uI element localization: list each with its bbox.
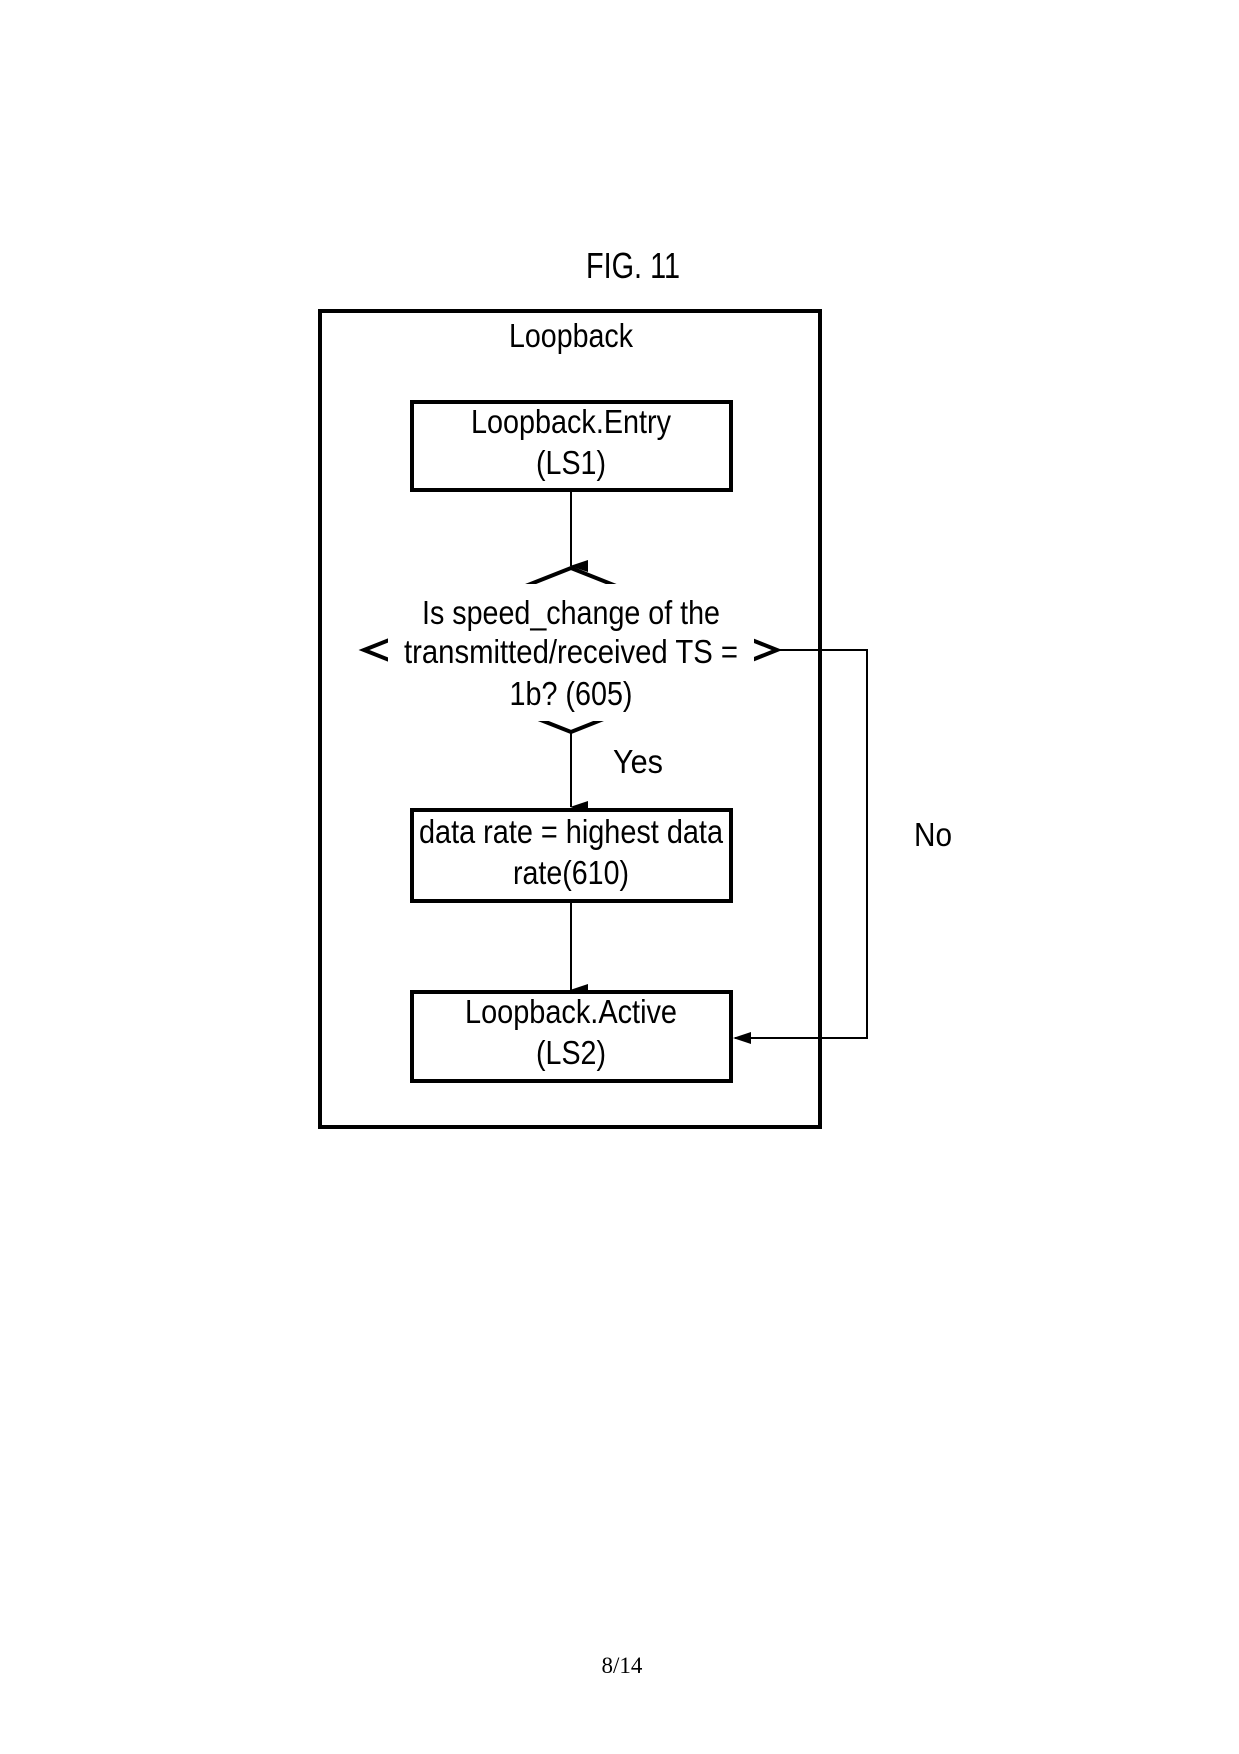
edge-label-yes: Yes <box>613 743 663 780</box>
no-arrowhead <box>733 1032 751 1044</box>
decision-text-mask-top <box>500 584 642 594</box>
node-decision: Is speed_change of the transmitted/recei… <box>358 565 783 735</box>
page-number: 8/14 <box>602 1653 643 1678</box>
decision-label-line2: transmitted/received TS = <box>404 633 738 670</box>
entry-label-line1: Loopback.Entry <box>471 403 671 440</box>
active-label-line1: Loopback.Active <box>465 993 677 1030</box>
active-label-line2: (LS2) <box>536 1034 606 1071</box>
decision-label-line1: Is speed_change of the <box>422 594 720 631</box>
set-rate-box <box>410 808 733 903</box>
set-rate-label-line2: rate(610) <box>513 854 629 891</box>
loopback-container-box <box>318 309 822 1129</box>
decision-label-line3: 1b? (605) <box>510 675 633 712</box>
figure-label: FIG. 11 <box>586 245 680 286</box>
node-set-data-rate: data rate = highest data rate(610) <box>410 808 733 903</box>
edge-label-no: No <box>914 816 952 853</box>
active-box <box>410 990 733 1083</box>
entry-label-line2: (LS1) <box>536 444 606 481</box>
set-rate-label-line1: data rate = highest data <box>419 813 724 850</box>
node-loopback-entry: Loopback.Entry (LS1) <box>410 400 733 492</box>
node-loopback-active: Loopback.Active (LS2) <box>410 990 733 1083</box>
decision-text-mask <box>388 591 754 721</box>
edge-decision-to-active-no <box>735 649 868 1039</box>
container-title: Loopback <box>509 317 633 354</box>
